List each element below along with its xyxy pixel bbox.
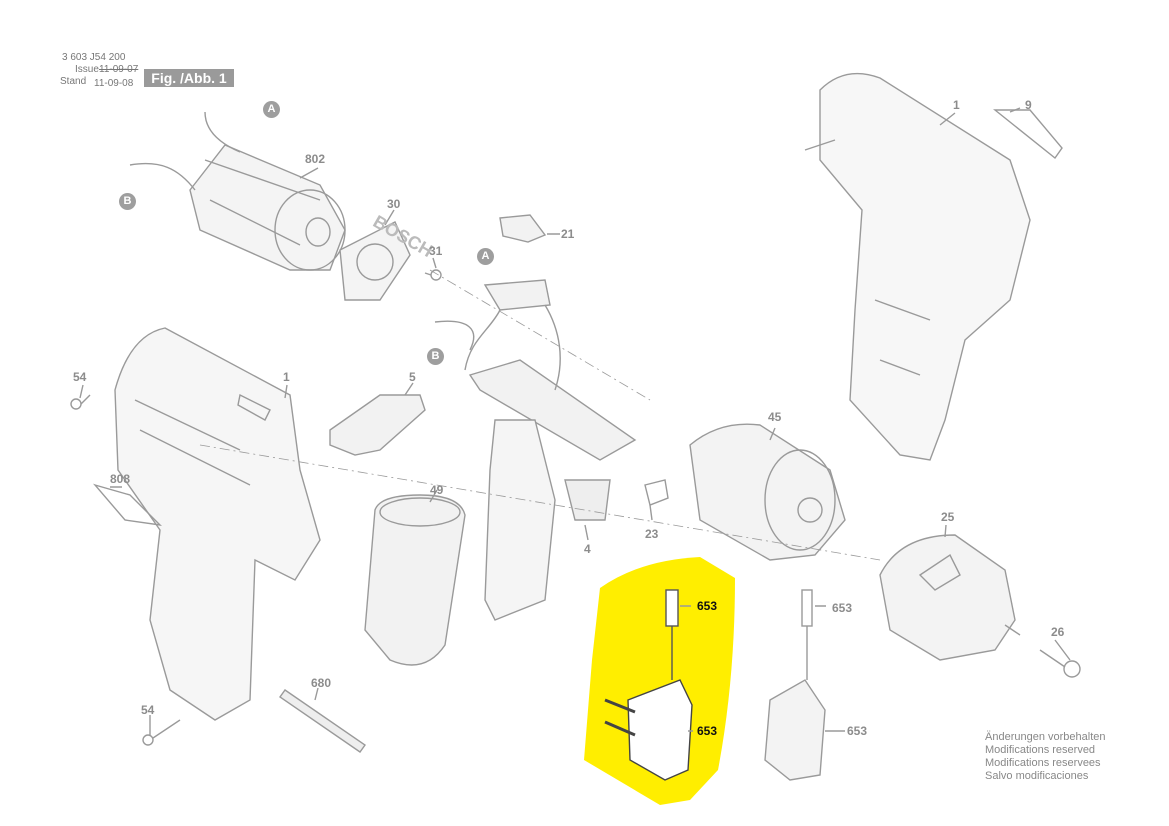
screw-54-top-drawing <box>70 394 91 410</box>
part-label-653-charger: 653 <box>697 724 718 738</box>
stand-date: 11-09-08 <box>94 78 134 89</box>
part-label-653-charger-right: 653 <box>847 724 868 738</box>
axis-line-2 <box>429 269 651 401</box>
label-plate-9-drawing <box>993 109 1063 160</box>
screw-26-drawing <box>1039 649 1081 678</box>
note-en: Modifications reserved <box>985 744 1096 756</box>
marker-b-board: B <box>427 348 444 365</box>
part-label-49: 49 <box>430 483 444 497</box>
issue-date: 11-09-07 <box>99 64 139 75</box>
label-plate-808-drawing <box>92 483 162 526</box>
switch-board-drawing <box>434 279 637 461</box>
part-label-1-right: 1 <box>953 98 960 112</box>
figure-title: Fig. /Abb. 1 <box>144 69 234 87</box>
part-label-680: 680 <box>311 676 332 690</box>
note-es: Salvo modificaciones <box>985 770 1089 782</box>
part-label-1-left: 1 <box>283 370 290 384</box>
note-de: Änderungen vorbehalten <box>985 731 1106 743</box>
plug-653-right-drawing <box>801 589 813 680</box>
part-label-45: 45 <box>768 410 782 424</box>
highlight-region <box>584 557 735 805</box>
switch-button-drawing <box>499 214 547 243</box>
left-housing-drawing <box>114 327 321 721</box>
part-label-4: 4 <box>584 542 591 556</box>
part-label-23: 23 <box>645 527 659 541</box>
marker-a-board: A <box>477 248 494 265</box>
part-label-54-top: 54 <box>73 370 87 384</box>
part-label-808: 808 <box>110 472 131 486</box>
marker-a-top: A <box>263 101 280 118</box>
axis-line <box>199 444 881 561</box>
marker-b-left: B <box>119 193 136 210</box>
motor-drawing <box>129 111 346 271</box>
part-label-653-plug-right: 653 <box>832 601 853 615</box>
part-label-653-plug: 653 <box>697 599 718 613</box>
bearing-plate-drawing <box>339 221 411 301</box>
part-5-drawing <box>329 394 426 456</box>
right-housing-drawing <box>804 72 1031 461</box>
part-label-21: 21 <box>561 227 575 241</box>
screw-54-bottom-drawing <box>142 719 181 746</box>
part-label-25: 25 <box>941 510 955 524</box>
handle-4-drawing <box>484 419 611 621</box>
issue-label: Issue <box>75 64 99 75</box>
chuck-drawing <box>879 534 1021 661</box>
part-23-drawing <box>644 479 669 506</box>
part-label-31: 31 <box>429 244 443 258</box>
battery-drawing <box>364 494 466 666</box>
part-label-54-bottom: 54 <box>141 703 155 717</box>
drawing-number: 3 603 J54 200 <box>62 52 126 63</box>
note-fr: Modifications reservees <box>985 757 1101 769</box>
charger-653-drawing <box>604 679 693 781</box>
part-label-5: 5 <box>409 370 416 384</box>
stand-label: Stand <box>60 76 87 87</box>
part-label-26: 26 <box>1051 625 1065 639</box>
bit-680-drawing <box>279 689 366 753</box>
part-label-30: 30 <box>387 197 401 211</box>
part-label-802: 802 <box>305 152 326 166</box>
gearbox-drawing <box>689 423 846 561</box>
part-label-9: 9 <box>1025 98 1032 112</box>
screw-31-drawing <box>424 269 442 281</box>
charger-653-right-drawing <box>764 679 826 781</box>
plug-653-drawing <box>665 589 679 680</box>
